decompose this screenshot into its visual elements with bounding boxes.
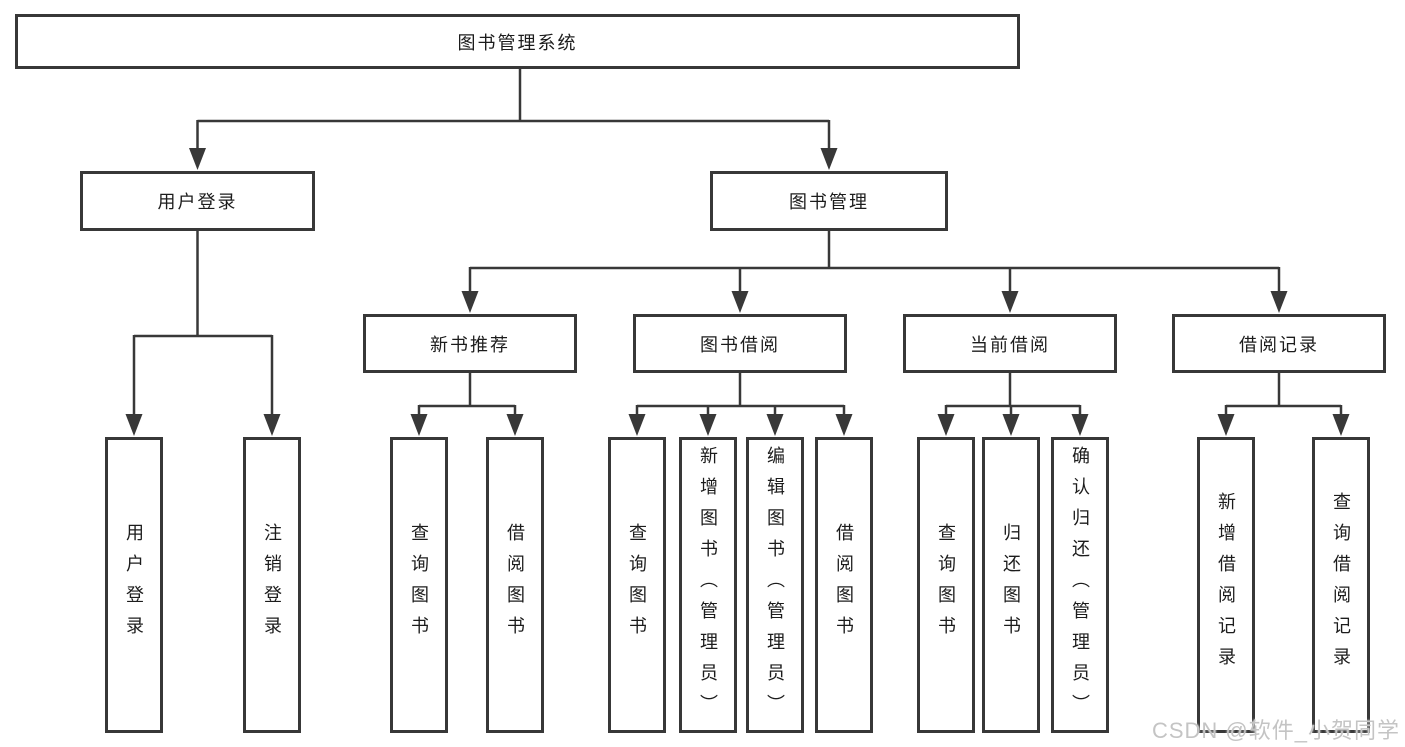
node-new-book-recommendation: 新书推荐: [363, 314, 577, 373]
leaf-records-query-record: 查询借阅记录: [1312, 437, 1370, 733]
leaf-recommend-borrow-books-label: 借阅图书: [505, 523, 525, 647]
leaf-recommend-query-books-label: 查询图书: [409, 523, 429, 647]
leaf-borrowing-edit-books-admin: 编辑图书（管理员）: [746, 437, 804, 733]
node-book-management-branch-label: 图书管理: [789, 192, 869, 212]
leaf-recommend-borrow-books: 借阅图书: [486, 437, 544, 733]
leaf-current-confirm-return-admin-label: 确认归还（管理员）: [1070, 445, 1090, 725]
leaf-user-login-label: 用户登录: [124, 523, 144, 647]
node-new-book-recommendation-label: 新书推荐: [430, 334, 510, 355]
leaf-user-login: 用户登录: [105, 437, 163, 733]
node-current-borrowing: 当前借阅: [903, 314, 1117, 373]
leaf-logout: 注销登录: [243, 437, 301, 733]
node-borrowing-records: 借阅记录: [1172, 314, 1386, 373]
node-user-login-branch-label: 用户登录: [157, 192, 238, 212]
node-book-borrowing-label: 图书借阅: [700, 334, 780, 355]
leaf-recommend-query-books: 查询图书: [390, 437, 448, 733]
leaf-current-query-books: 查询图书: [917, 437, 975, 733]
leaf-current-return-books: 归还图书: [982, 437, 1040, 733]
node-book-borrowing: 图书借阅: [633, 314, 847, 373]
csdn-watermark: CSDN @软件_小贺同学: [1151, 718, 1400, 743]
node-library-management-system-label: 图书管理系统: [457, 32, 578, 53]
leaf-borrowing-add-books-admin-label: 新增图书（管理员）: [698, 445, 718, 725]
leaf-records-add-record-label: 新增借阅记录: [1216, 492, 1236, 678]
leaf-records-add-record: 新增借阅记录: [1197, 437, 1255, 733]
node-book-management-branch: 图书管理: [710, 171, 948, 231]
node-library-management-system: 图书管理系统: [15, 14, 1020, 69]
leaf-borrowing-query-books-label: 查询图书: [627, 523, 647, 647]
leaf-borrowing-borrow-books: 借阅图书: [815, 437, 873, 733]
leaf-borrowing-add-books-admin: 新增图书（管理员）: [679, 437, 737, 733]
node-user-login-branch: 用户登录: [80, 171, 315, 231]
leaf-logout-label: 注销登录: [262, 523, 282, 647]
leaf-borrowing-borrow-books-label: 借阅图书: [834, 523, 854, 647]
leaf-current-return-books-label: 归还图书: [1001, 523, 1021, 647]
leaf-borrowing-query-books: 查询图书: [608, 437, 666, 733]
leaf-current-query-books-label: 查询图书: [936, 523, 956, 647]
node-borrowing-records-label: 借阅记录: [1239, 334, 1319, 355]
leaf-records-query-record-label: 查询借阅记录: [1331, 492, 1351, 678]
node-current-borrowing-label: 当前借阅: [970, 334, 1050, 355]
leaf-current-confirm-return-admin: 确认归还（管理员）: [1051, 437, 1109, 733]
leaf-borrowing-edit-books-admin-label: 编辑图书（管理员）: [765, 445, 785, 725]
